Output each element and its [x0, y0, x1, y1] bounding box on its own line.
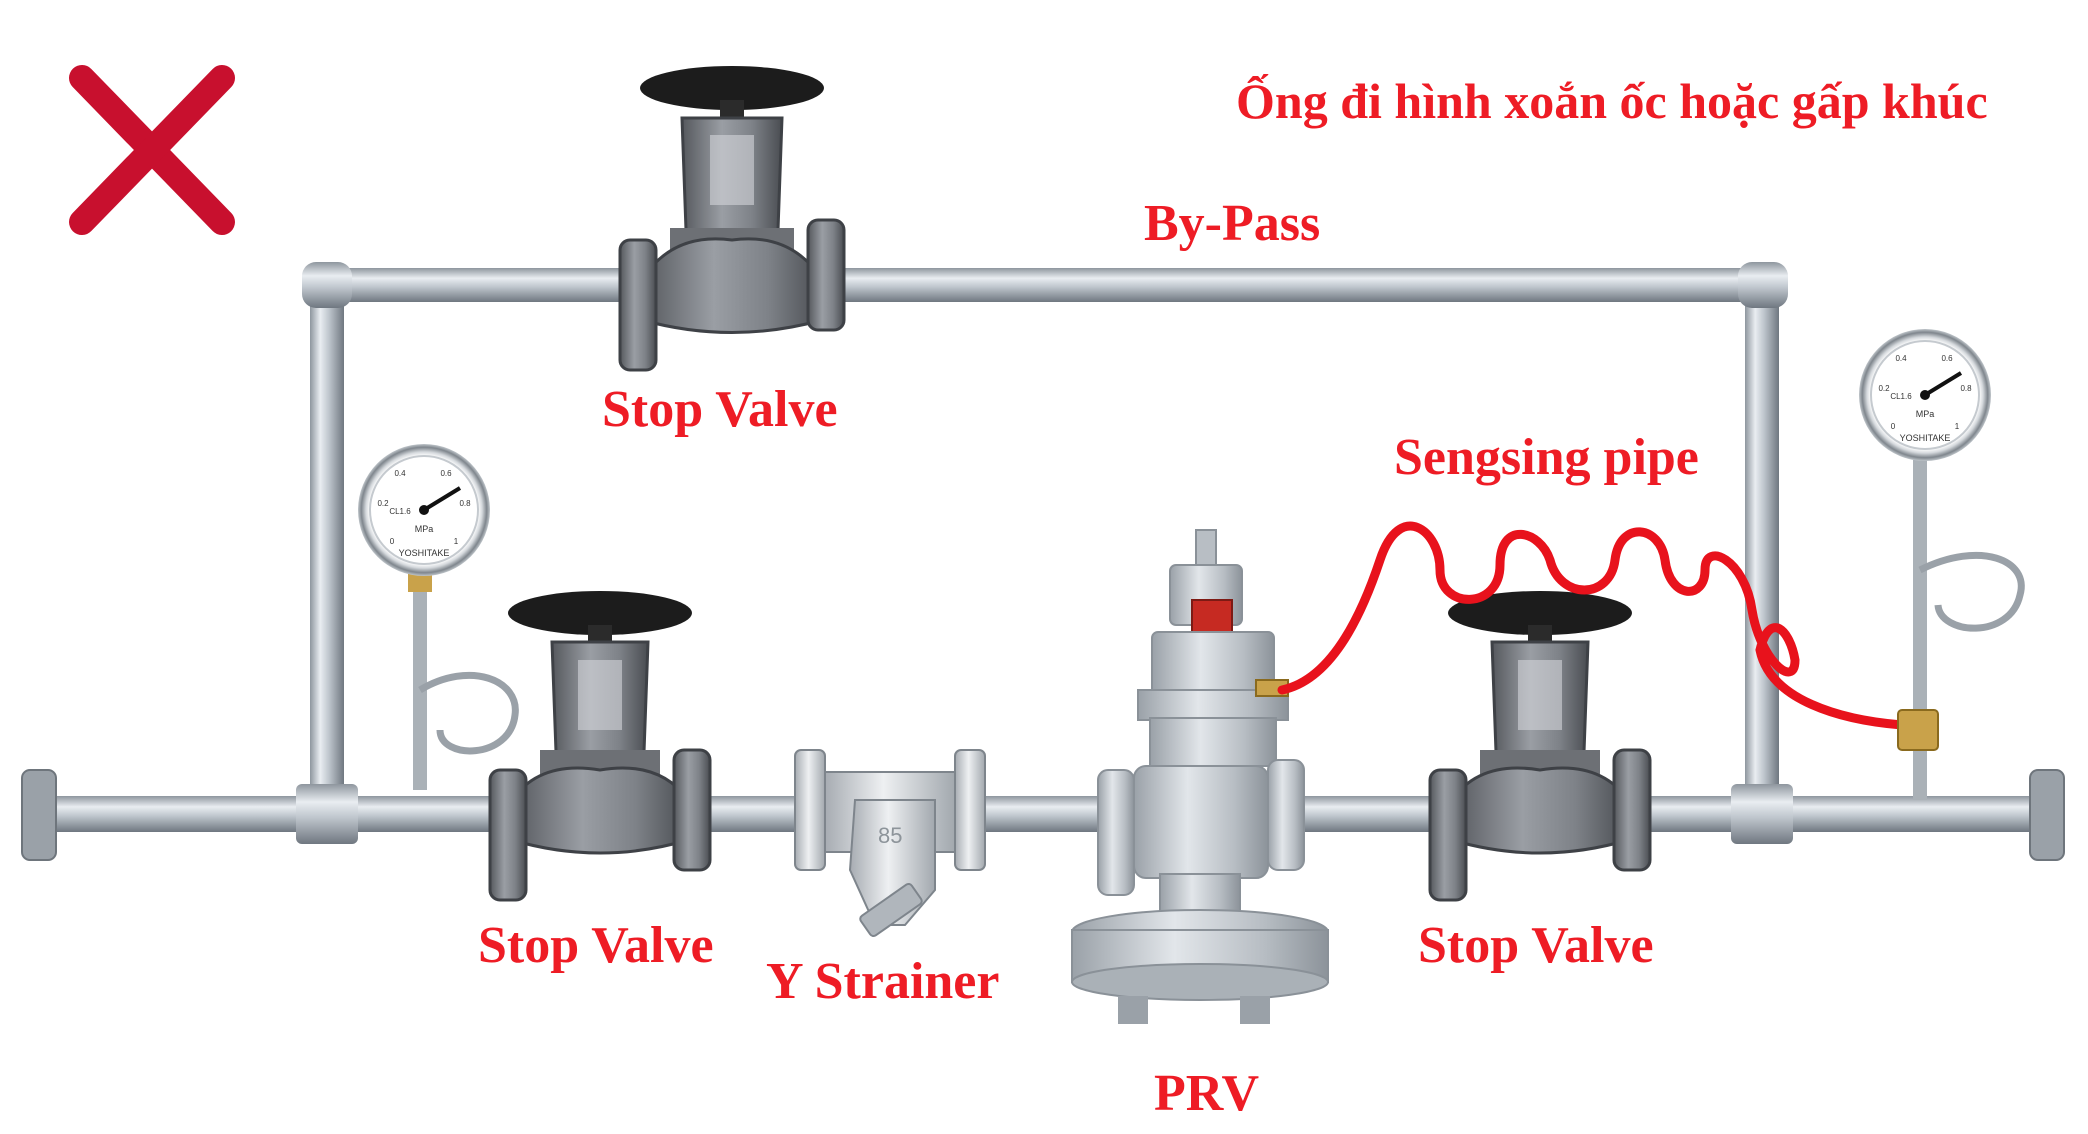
- gauge-left-tick-1: 0.2: [377, 499, 389, 508]
- label-stop-valve-top: Stop Valve: [602, 381, 838, 438]
- gauge-right-tick-1: 0.2: [1878, 384, 1890, 393]
- stop-valve-left: [488, 591, 712, 902]
- prv-valve: [1071, 529, 1329, 1024]
- gauge-right-class: CL1.6: [1890, 392, 1912, 401]
- gauge-right-tick-4: 0.8: [1960, 384, 1972, 393]
- strainer-marking: 85: [878, 823, 902, 848]
- stop-valve-right: [1428, 591, 1652, 902]
- gauge-right-brand: YOSHITAKE: [1900, 433, 1951, 443]
- y-strainer: 85: [794, 749, 986, 938]
- gauge-left-tick-0: 0: [390, 537, 395, 546]
- gauge-right-tick-3: 0.6: [1941, 354, 1953, 363]
- label-sensing-pipe: Sengsing pipe: [1394, 429, 1699, 486]
- sensing-pipe-line: [1277, 521, 1907, 730]
- gauge-right-tick-2: 0.4: [1895, 354, 1907, 363]
- gauge-right-tick-5: 1: [1955, 422, 1960, 431]
- gauge-left-tick-3: 0.6: [440, 469, 452, 478]
- stop-valve-top: [618, 66, 846, 372]
- gauge-left-tick-5: 1: [454, 537, 459, 546]
- gauge-left-brand: YOSHITAKE: [399, 548, 450, 558]
- label-prv: PRV: [1154, 1065, 1260, 1122]
- label-y-strainer: Y Strainer: [766, 953, 1000, 1010]
- pressure-gauge-left: YOSHITAKE MPa CL1.6 0 0.2 0.4 0.6 0.8 1: [358, 444, 519, 790]
- label-stop-valve-left: Stop Valve: [478, 917, 714, 974]
- bypass-pipe: [302, 262, 1788, 805]
- gauge-left-unit: MPa: [415, 524, 434, 534]
- gauge-right-unit: MPa: [1916, 409, 1935, 419]
- main-pipe: [21, 769, 2065, 861]
- pressure-gauge-right: YOSHITAKE MPa CL1.6 0 0.2 0.4 0.6 0.8 1: [1859, 329, 2025, 800]
- gauge-right-tick-0: 0: [1891, 422, 1896, 431]
- gauge-left-tick-2: 0.4: [394, 469, 406, 478]
- label-bypass: By-Pass: [1144, 195, 1321, 252]
- wrong-x-icon: [69, 65, 235, 235]
- label-stop-valve-right: Stop Valve: [1418, 917, 1654, 974]
- gauge-left-class: CL1.6: [389, 507, 411, 516]
- page-title: Ống đi hình xoắn ốc hoặc gấp khúc: [1236, 73, 1988, 129]
- gauge-left-tick-4: 0.8: [459, 499, 471, 508]
